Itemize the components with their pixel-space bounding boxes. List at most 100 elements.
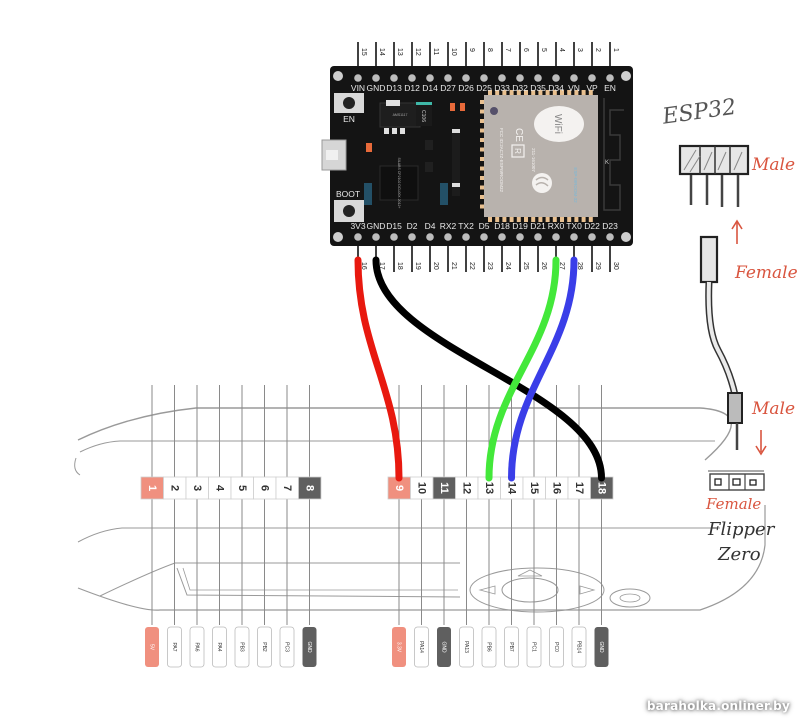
module-pad <box>480 128 484 133</box>
female-note-mid: Female <box>734 263 798 283</box>
smd-part <box>425 140 433 150</box>
flipper-pin-label-text: 5V <box>149 644 155 651</box>
esp32-pin-hole <box>390 74 398 82</box>
esp32-top-pin-label: D12 <box>404 83 420 93</box>
esp32-top-pin-number: 5 <box>540 48 547 52</box>
esp32-top-pin-number: 9 <box>468 48 475 52</box>
watermark: baraholka.onliner.by <box>646 699 790 713</box>
esp32-bottom-pin-number: 16 <box>360 262 367 270</box>
esp32-top-pin-label: D32 <box>512 83 528 93</box>
esp-wroom-module: WiFi CE R FCC ID:2AC7Z-ESPWROOM32 211-16… <box>480 90 624 222</box>
flipper-pin-number: 18 <box>596 482 608 494</box>
esp32-bottom-pin-label: D23 <box>602 221 618 231</box>
flipper-pin-number: 14 <box>506 482 518 495</box>
module-pad <box>516 90 521 95</box>
esp32-pin-hole <box>498 233 506 241</box>
esp32-bottom-pin-label: 3V3 <box>350 221 365 231</box>
mount-hole <box>333 71 343 81</box>
esp32-top-pin-number: 14 <box>378 48 385 56</box>
flipper-pin-label-6: PB2 <box>257 626 272 668</box>
flipper-pin-label-text: GND <box>441 641 447 653</box>
module-pad <box>552 90 557 95</box>
flipper-pin-number: 2 <box>169 485 181 491</box>
flipper-pin-label-11: GND <box>437 627 451 667</box>
smd-transistor <box>364 183 372 205</box>
esp32-pin-hole <box>354 74 362 82</box>
flipper-pin-6: 6 <box>253 476 277 500</box>
smd-transistor <box>440 183 448 205</box>
esp32-top-pin-label: VN <box>568 83 580 93</box>
esp32-pin-hole <box>534 233 542 241</box>
flipper-pin-label-18: GND <box>594 627 609 667</box>
esp32-bottom-pin-label: D21 <box>530 221 546 231</box>
esp32-pin-hole <box>444 233 452 241</box>
flipper-pin-label-box <box>437 627 451 667</box>
flipper-pin-label-text: PA14 <box>418 641 424 653</box>
module-pad <box>480 138 484 142</box>
esp32-bottom-pin-label: TX0 <box>566 221 582 231</box>
flipper-pin-label-box <box>302 627 317 667</box>
flipper-pin-label-2: PA7 <box>167 626 182 668</box>
boot-button[interactable]: BOOT <box>334 189 364 222</box>
flipper-pin-label-text: PA4 <box>216 642 222 651</box>
flipper-pin-4: 4 <box>208 476 232 500</box>
module-pad <box>531 90 536 95</box>
flipper-pin-label-16: PC0 <box>549 626 564 668</box>
mount-hole <box>621 71 631 81</box>
module-pad <box>488 217 492 222</box>
esp32-top-pin-label: EN <box>604 83 616 93</box>
usb-port-inner <box>326 150 338 160</box>
esp32-bottom-pin-label: D22 <box>584 221 600 231</box>
smd-led <box>450 103 455 111</box>
esp32-pin-hole <box>354 233 362 241</box>
esp32-bottom-pin-number: 22 <box>468 262 475 270</box>
esp32-pin-hole <box>588 74 596 82</box>
module-pad <box>480 157 484 161</box>
flipper-pin-number: 13 <box>483 482 495 494</box>
esp32-top-pin-number: 15 <box>360 48 367 56</box>
flipper-pin-label-text: PA7 <box>171 642 177 651</box>
flipper-pin-label-12: PA13 <box>459 626 474 668</box>
flipper-pin-number: 1 <box>146 485 158 491</box>
esp32-pin-hole <box>444 74 452 82</box>
esp32-top-pin-label: VP <box>586 83 598 93</box>
flipper-pin-label-10: PA14 <box>414 626 429 668</box>
usb-uart-text: SILABS CP2102 DCL00X 2012+ <box>397 158 401 209</box>
module-pad <box>480 176 484 180</box>
esp32-pin-hole <box>570 74 578 82</box>
module-pad <box>560 90 564 95</box>
module-pad <box>581 217 586 222</box>
capacitor <box>416 104 432 126</box>
jumper-cable-sketch <box>699 235 743 450</box>
en-button-label: EN <box>343 114 355 124</box>
flipper-pin-7: 7 <box>275 476 299 500</box>
flipper-pin-label-box <box>145 627 159 667</box>
module-pad <box>480 204 484 209</box>
resistor-array <box>452 129 460 196</box>
module-pad <box>524 217 528 222</box>
flipper-pin-label-box <box>212 626 227 668</box>
esp32-bottom-pin-label: D18 <box>494 221 510 231</box>
smd-pad <box>400 128 405 134</box>
esp32-bottom-pin-number: 23 <box>486 262 493 270</box>
smd-led <box>460 103 465 111</box>
flipper-pin-16: 16 <box>545 476 569 500</box>
esp32-pin-hole <box>516 74 524 82</box>
voltage-regulator <box>379 102 421 128</box>
en-button[interactable]: EN <box>334 93 364 124</box>
flipper-pin-label-text: PB2 <box>261 642 267 652</box>
esp32-bottom-pin-number: 21 <box>450 262 457 270</box>
flipper-pin-label-text: PA6 <box>194 642 200 651</box>
esp32-pin-hole <box>462 74 470 82</box>
flipper-pin-label-text: PC1 <box>531 642 537 652</box>
regulator-tab <box>386 100 400 106</box>
flipper-pin-label-box <box>459 626 474 668</box>
esp32-top-pin-label: D33 <box>494 83 510 93</box>
esp32-pin-hole <box>552 233 560 241</box>
flipper-pin-label-1: 5V <box>145 627 159 667</box>
wire-rx0 <box>485 256 560 482</box>
flipper-pin-label-4: PA4 <box>212 626 227 668</box>
wire-3v3 <box>354 256 403 482</box>
